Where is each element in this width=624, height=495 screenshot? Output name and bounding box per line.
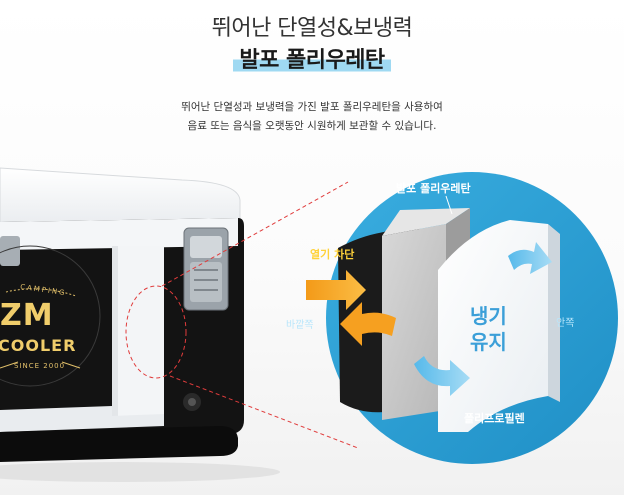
section-title: 뛰어난 단열성&보냉력 — [211, 16, 413, 41]
polypropylene-label: 폴리프로필렌 — [464, 412, 525, 425]
cooler-image — [0, 167, 359, 482]
cooler-product: COOLER — [0, 336, 77, 355]
heat-block-label: 열기 차단 — [310, 248, 355, 261]
cooler-since: SINCE 2000 — [14, 362, 66, 370]
foam-label: 발포 폴리우레탄 — [396, 182, 471, 195]
inside-label: 안쪽 — [556, 318, 575, 329]
outside-label: 바깥쪽 — [286, 320, 314, 331]
description-line-1: 뛰어난 단열성과 보냉력을 가진 발포 폴리우레탄을 사용하여 — [181, 101, 443, 113]
section-subtitle: 발포 폴리우레탄 — [233, 42, 391, 74]
keep-cold-line-1: 냉기 — [470, 304, 507, 328]
diagram-circle — [306, 172, 618, 464]
description-line-2: 음료 또는 음식을 오랫동안 시원하게 보관할 수 있습니다. — [187, 120, 437, 132]
keep-cold-line-2: 유지 — [470, 330, 507, 354]
cooler-brand: ZM — [0, 298, 54, 333]
description: 뛰어난 단열성과 보냉력을 가진 발포 폴리우레탄을 사용하여 음료 또는 음식… — [0, 98, 624, 136]
